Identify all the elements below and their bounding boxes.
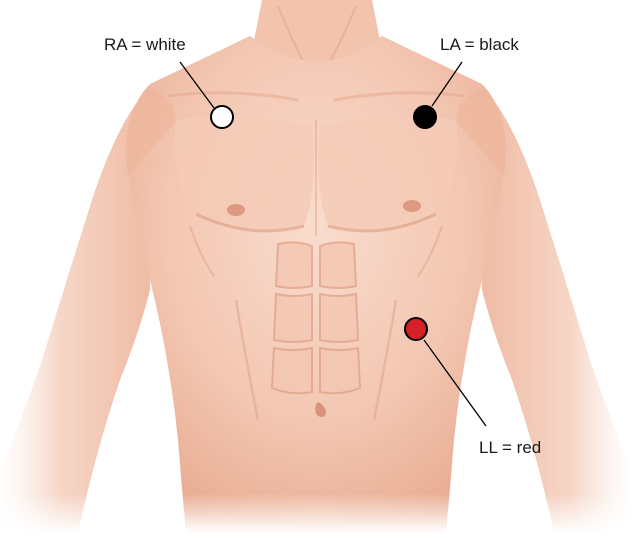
label-ra: RA = white [104,36,186,53]
nipple-right [227,204,245,216]
electrode-ll [405,318,427,340]
label-la: LA = black [440,36,519,53]
nipple-left [403,200,421,212]
label-ll: LL = red [479,439,541,456]
electrode-ra [211,106,233,128]
electrode-la [414,106,436,128]
